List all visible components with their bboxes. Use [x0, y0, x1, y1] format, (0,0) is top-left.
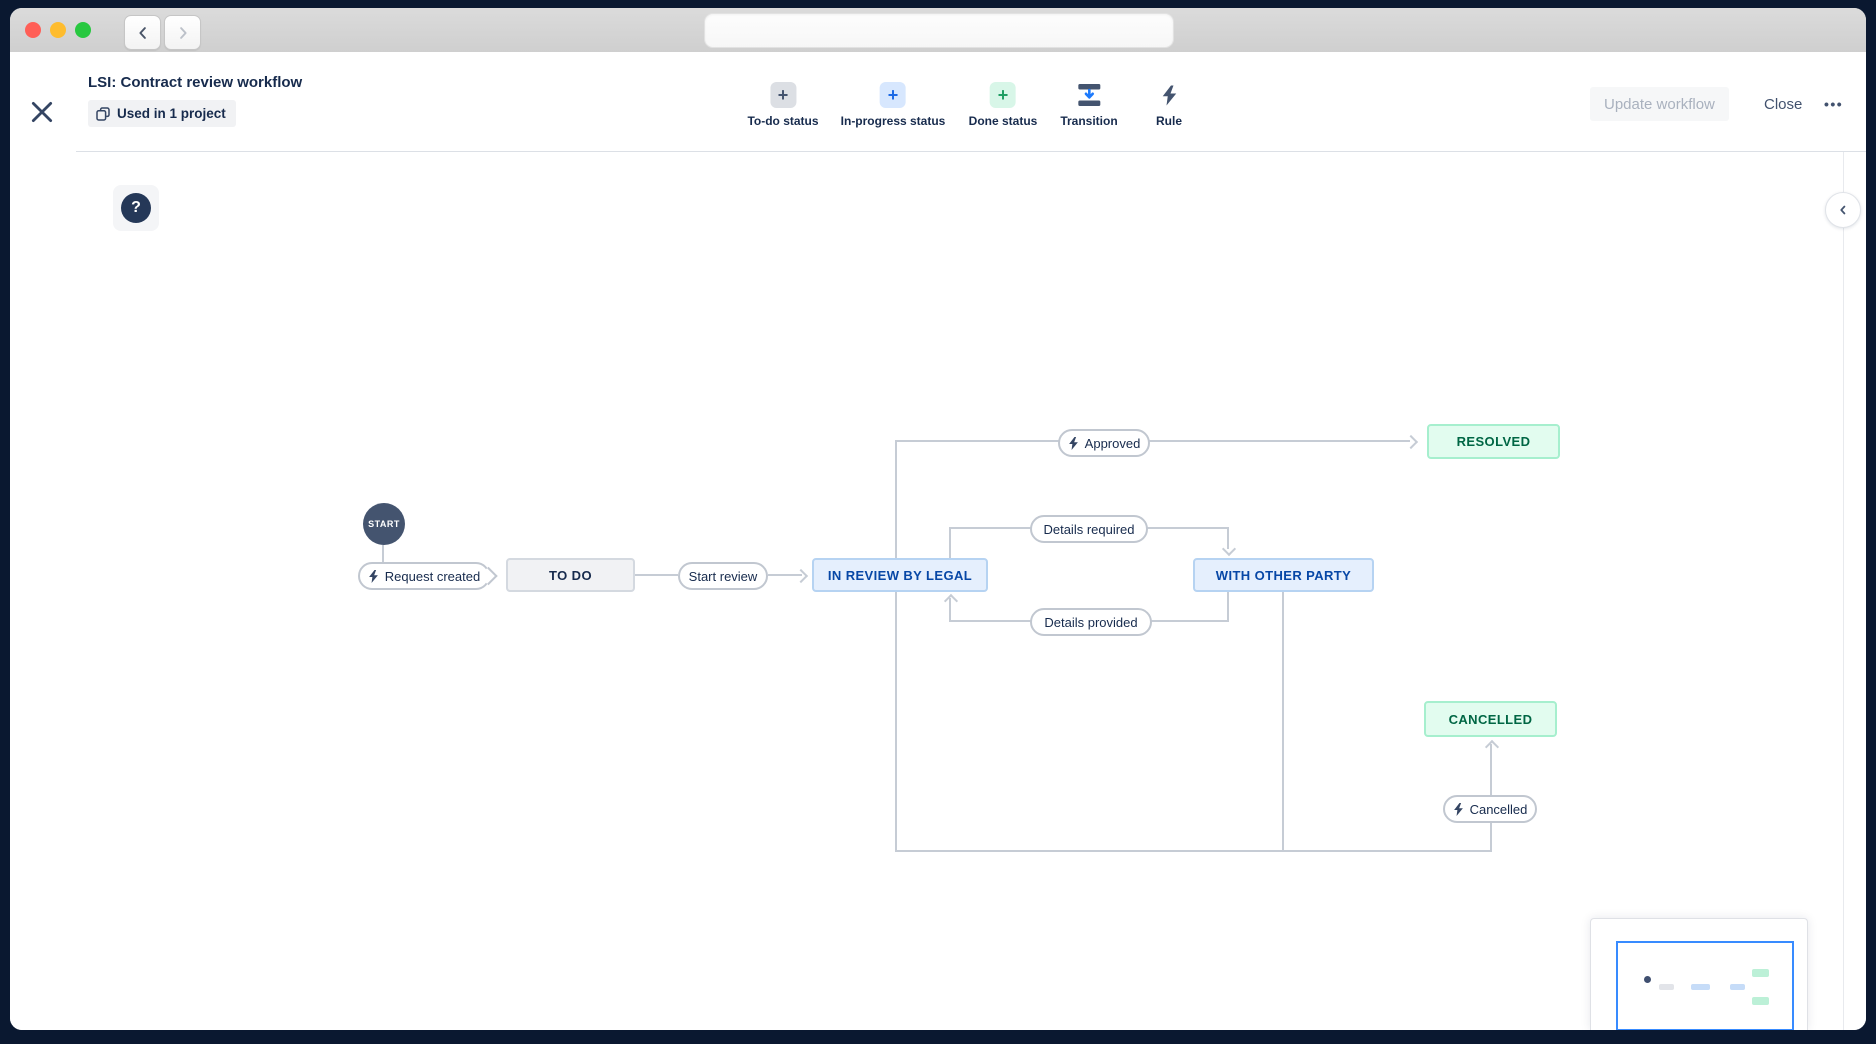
connector-rail-bottom: [895, 850, 1492, 852]
forward-button[interactable]: [164, 15, 201, 50]
minimap[interactable]: [1590, 918, 1808, 1030]
connector-todo-startreview: [635, 574, 678, 576]
copy-icon: [96, 106, 110, 121]
transition-label: Start review: [688, 568, 758, 584]
usage-badge-label: Used in 1 project: [117, 106, 226, 121]
back-button[interactable]: [124, 15, 161, 50]
arrowhead-right-icon: [793, 568, 809, 584]
connector-details-provided-rise: [949, 598, 951, 622]
traffic-close-icon[interactable]: [25, 22, 41, 38]
status-label: RESOLVED: [1456, 434, 1531, 449]
status-todo[interactable]: TO DO: [506, 558, 635, 592]
minimap-start-node: [1644, 976, 1651, 983]
update-workflow-button[interactable]: Update workflow: [1590, 87, 1729, 121]
add-rule-button[interactable]: Rule: [1156, 82, 1182, 128]
connector-withotherparty-down: [1282, 592, 1284, 852]
lightning-icon: [368, 569, 378, 583]
transition-label: Request created: [384, 568, 481, 584]
lightning-icon: [1068, 436, 1078, 450]
status-cancelled[interactable]: CANCELLED: [1424, 701, 1557, 737]
status-with-other-party[interactable]: WITH OTHER PARTY: [1193, 558, 1374, 592]
transition-details-required[interactable]: Details required: [1030, 515, 1148, 543]
chevron-right-icon: [179, 26, 187, 39]
help-icon: ?: [121, 193, 151, 223]
status-label: IN REVIEW BY LEGAL: [827, 567, 973, 583]
transition-icon: [1076, 82, 1102, 108]
transition-label: Details required: [1043, 521, 1135, 537]
transition-details-provided[interactable]: Details provided: [1030, 608, 1152, 636]
workflow-editor-header: LSI: Contract review workflow Used in 1 …: [10, 52, 1866, 152]
connector-details-provided-right: [1227, 592, 1229, 622]
chevron-left-icon: [138, 26, 146, 39]
status-resolved[interactable]: RESOLVED: [1427, 424, 1560, 459]
plus-icon: +: [879, 82, 906, 108]
minimap-status-cancelled: [1752, 997, 1769, 1005]
usage-badge[interactable]: Used in 1 project: [88, 100, 236, 127]
minimap-status-todo: [1659, 984, 1674, 990]
header-divider: [76, 151, 1866, 152]
plus-icon: +: [769, 82, 796, 108]
traffic-minimize-icon[interactable]: [50, 22, 66, 38]
address-bar[interactable]: [704, 13, 1174, 48]
transition-start-review[interactable]: Start review: [678, 562, 768, 590]
connector-rail-left: [895, 592, 897, 852]
status-label: TO DO: [549, 567, 592, 583]
arrowhead-up-icon: [943, 593, 959, 609]
connector-details-required-left: [949, 528, 951, 558]
traffic-zoom-icon[interactable]: [75, 22, 91, 38]
plus-icon: +: [990, 82, 1016, 108]
connector-approved-up: [895, 441, 897, 558]
connector-approved: [895, 440, 1410, 442]
add-transition-button[interactable]: Transition: [1060, 82, 1118, 128]
connector-start-drop: [382, 545, 384, 562]
lightning-icon: [1156, 82, 1182, 108]
minimap-viewport[interactable]: [1616, 941, 1794, 1030]
lightning-icon: [1453, 802, 1463, 816]
arrowhead-right-icon: [1403, 434, 1419, 450]
transition-label: Approved: [1084, 435, 1141, 451]
connector-startreview-inreview: [768, 574, 802, 576]
transition-cancelled[interactable]: Cancelled: [1443, 795, 1537, 823]
expand-panel-button[interactable]: [1825, 192, 1861, 228]
close-icon: [31, 101, 53, 123]
chevron-left-icon: [1840, 205, 1846, 215]
transition-label: Cancelled: [1469, 801, 1528, 817]
status-in-review-by-legal[interactable]: IN REVIEW BY LEGAL: [812, 558, 988, 592]
pill-arrow-tip: [479, 566, 498, 586]
more-options-button[interactable]: •••: [1818, 87, 1849, 121]
arrowhead-up-icon: [1484, 739, 1500, 755]
arrowhead-down-icon: [1221, 541, 1237, 557]
transition-approved[interactable]: Approved: [1058, 429, 1150, 457]
start-node[interactable]: START: [363, 503, 405, 545]
exit-editor-button[interactable]: [24, 94, 60, 130]
right-panel-divider: [1843, 152, 1844, 1030]
transition-label: Details provided: [1044, 614, 1138, 630]
help-button[interactable]: ?: [113, 185, 159, 231]
minimap-status-resolved: [1752, 969, 1769, 977]
close-button[interactable]: Close: [1758, 87, 1808, 121]
connector-details-required-drop: [1227, 527, 1229, 549]
titlebar: [10, 8, 1866, 53]
status-label: WITH OTHER PARTY: [1215, 567, 1352, 583]
minimap-status-in-review: [1691, 984, 1710, 990]
add-inprogress-status-button[interactable]: + In-progress status: [841, 82, 945, 128]
add-todo-status-button[interactable]: + To-do status: [747, 82, 819, 128]
workflow-canvas[interactable]: ?: [10, 152, 1866, 1030]
status-label: CANCELLED: [1448, 711, 1533, 727]
workflow-title: LSI: Contract review workflow: [88, 74, 303, 91]
browser-window: LSI: Contract review workflow Used in 1 …: [10, 8, 1866, 1030]
add-done-status-button[interactable]: + Done status: [969, 82, 1037, 128]
minimap-status-with-other-party: [1730, 984, 1745, 990]
transition-request-created[interactable]: Request created: [358, 562, 498, 590]
